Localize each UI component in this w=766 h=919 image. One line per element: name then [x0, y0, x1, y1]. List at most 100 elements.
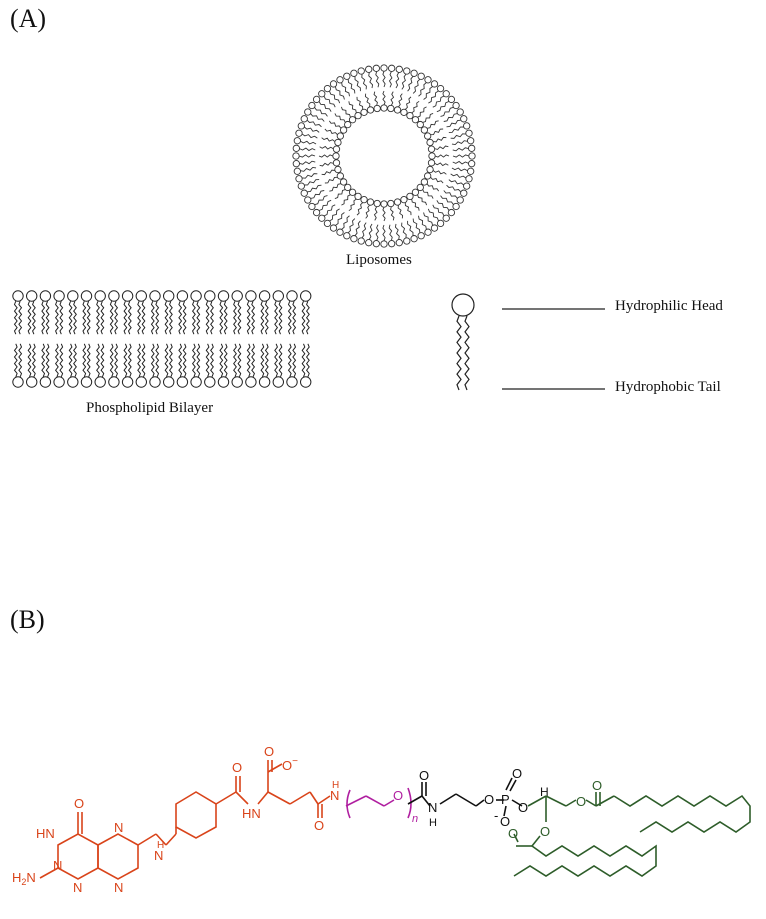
liposome-outer-head — [300, 189, 308, 197]
liposome-outer-tail — [304, 126, 320, 133]
liposome-inner-tail — [432, 170, 447, 175]
liposome-outer-head — [365, 65, 373, 73]
liposome-inner-head — [424, 132, 432, 140]
liposome-inner-tail — [321, 137, 336, 142]
atom-h-carbamate: H — [429, 817, 437, 829]
liposome-outer-head — [452, 202, 460, 211]
liposome-outer-tail — [412, 78, 421, 94]
liposome-outer-head — [463, 122, 471, 130]
liposome-inner-tail — [341, 106, 351, 118]
liposome-inner-head — [344, 120, 352, 129]
liposome-inner-tail — [324, 128, 338, 136]
panel-a-label: (A) — [10, 4, 47, 33]
liposome-outer-tail — [401, 222, 407, 238]
liposome-inner-tail — [334, 113, 346, 123]
carbamate-linker — [407, 777, 523, 817]
liposome-outer-tail — [300, 166, 317, 172]
liposome-inner-tail — [334, 189, 346, 199]
liposome-outer-head — [456, 196, 464, 204]
liposome-outer-head — [447, 95, 456, 104]
liposome-outer-tail — [432, 204, 445, 217]
liposome-outer-head — [308, 202, 316, 211]
atom-o-pteridine: O — [74, 796, 84, 811]
atom-n-carbamate: N — [428, 800, 437, 815]
liposome-outer-tail — [347, 218, 356, 234]
atom-nh-amide2: N — [330, 788, 339, 803]
atom-n3: N — [73, 880, 82, 895]
atom-o-link: O — [484, 792, 494, 807]
liposome-outer-tail — [382, 71, 386, 88]
atom-hn-pteridine: HN — [36, 826, 55, 841]
liposome-outer-tail — [412, 218, 421, 233]
liposome-inner-tail — [341, 194, 351, 206]
liposome-outer-head — [350, 69, 358, 77]
liposome-outer-tail — [329, 208, 340, 222]
liposome-outer-head — [343, 232, 351, 240]
liposome-inner-head — [416, 120, 424, 129]
liposome-outer-tail — [448, 179, 464, 186]
liposome-outer-tail — [329, 90, 341, 104]
liposome-outer-tail — [302, 173, 318, 179]
liposome-inner-head — [416, 183, 424, 192]
liposome-inner-tail — [328, 120, 342, 129]
liposome-outer-head — [452, 101, 460, 110]
atom-o-glyc1: O — [518, 800, 528, 815]
atom-n2: N — [114, 820, 123, 835]
liposome-outer-head — [467, 137, 475, 145]
liposome-outer-tail — [388, 224, 393, 241]
liposome-outer-head — [465, 129, 473, 137]
atom-nh-amide2-h: H — [332, 780, 339, 791]
atom-o-carbamate: O — [419, 768, 429, 783]
liposome-outer-tail — [451, 140, 468, 146]
liposome-outer-tail — [446, 119, 461, 128]
atom-o-p-bottom: O — [500, 814, 510, 829]
liposome-outer-tail — [341, 215, 350, 230]
liposome-outer-head — [417, 72, 425, 80]
liposome-inner-head — [406, 111, 414, 120]
liposome-outer-tail — [401, 73, 407, 90]
liposome-inner-tail — [398, 93, 403, 108]
liposome-inner-tail — [319, 162, 334, 167]
atom-o-p-minus: - — [494, 808, 498, 823]
liposome-outer-head — [336, 228, 344, 236]
atom-o-ester2: O — [540, 824, 550, 839]
liposome-outer-head — [343, 72, 351, 80]
liposome-outer-tail — [451, 167, 468, 172]
liposome-outer-head — [312, 95, 321, 104]
liposome-inner-tail — [318, 154, 333, 158]
atom-n1: N — [53, 858, 62, 873]
atom-nh-amine-h: H — [157, 840, 164, 851]
liposome-outer-head — [295, 129, 303, 137]
liposome-outer-tail — [427, 208, 439, 222]
liposome-outer-head — [292, 152, 300, 160]
liposome-outer-tail — [368, 223, 373, 240]
liposome-inner-tail — [390, 91, 395, 106]
liposome-inner-head — [428, 152, 436, 160]
liposome-inner-head — [336, 132, 344, 140]
liposome-inner-head — [426, 165, 434, 174]
tail-label: Hydrophobic Tail — [615, 379, 721, 395]
liposome-inner-head — [348, 116, 357, 124]
liposome-outer-head — [350, 235, 358, 243]
liposome-inner-head — [411, 188, 420, 196]
liposome-outer-tail — [443, 113, 458, 122]
atom-h2n: H2N — [12, 870, 36, 887]
liposome-inner-tail — [404, 96, 412, 110]
liposome-outer-head — [300, 115, 308, 123]
liposome-inner-tail — [422, 113, 434, 123]
liposome-outer-tail — [452, 147, 469, 152]
liposome-outer-head — [465, 175, 473, 183]
atom-o-p-top: O — [512, 766, 522, 781]
liposome-outer-head — [295, 175, 303, 183]
liposome-outer-tail — [446, 184, 462, 193]
liposome-inner-tail — [417, 194, 427, 206]
bilayer-caption: Phospholipid Bilayer — [86, 400, 214, 416]
liposome-outer-tail — [323, 204, 336, 217]
liposome-inner-tail — [390, 206, 395, 221]
liposome-outer-tail — [428, 90, 439, 104]
atom-n4: N — [114, 880, 123, 895]
liposome-outer-tail — [323, 95, 336, 108]
liposome-outer-head — [417, 232, 425, 240]
liposome-outer-tail — [450, 173, 467, 179]
